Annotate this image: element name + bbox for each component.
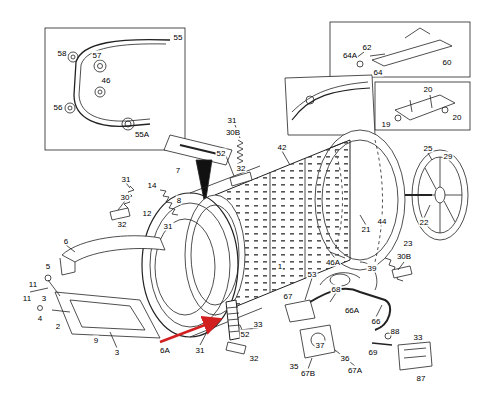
callout-number: 39 [367, 264, 378, 273]
callout-number: 2 [55, 322, 61, 331]
callout-number: 3 [114, 348, 120, 357]
callout-number: 67 [283, 292, 294, 301]
callout-number: 53 [307, 270, 318, 279]
callout-number: 42 [277, 143, 288, 152]
callout-number: 60 [442, 58, 453, 67]
callout-number: 44 [377, 217, 388, 226]
callout-number: 46A [325, 258, 341, 267]
callout-number: 68 [331, 285, 342, 294]
callout-number: 7 [175, 166, 181, 175]
callout-number: 37 [315, 341, 326, 350]
callout-number: 55 [173, 33, 184, 42]
callout-number: 31 [163, 222, 174, 231]
callout-number: 30 [120, 193, 131, 202]
callout-number: 9 [93, 336, 99, 345]
callout-number: 57 [92, 51, 103, 60]
callout-number: 8 [176, 196, 182, 205]
callout-number: 23 [403, 239, 414, 248]
callout-number: 6 [63, 237, 69, 246]
callout-number: 62 [362, 43, 373, 52]
callout-number: 66 [371, 317, 382, 326]
callout-number: 52 [216, 149, 227, 158]
callout-number: 31 [195, 346, 206, 355]
callout-number: 69 [368, 348, 379, 357]
callout-number: 31 [227, 116, 238, 125]
callout-number: 25 [423, 144, 434, 153]
callout-number: 67A [347, 366, 363, 375]
callout-number: 4 [37, 314, 43, 323]
callout-number: 67B [300, 369, 316, 378]
callout-number: 33 [253, 320, 264, 329]
callout-number: 46 [101, 76, 112, 85]
callout-number: 87 [416, 374, 427, 383]
callout-number: 31 [121, 175, 132, 184]
callout-number: 11 [28, 280, 38, 289]
callout-number: 30B [396, 252, 412, 261]
callout-number: 1 [277, 262, 283, 271]
callout-number: 64 [373, 68, 384, 77]
callout-number: 11 [22, 294, 32, 303]
callout-number: 22 [419, 218, 430, 227]
callout-number: 3 [41, 294, 47, 303]
callout-number: 55A [134, 130, 150, 139]
callout-number: 33 [413, 333, 424, 342]
callout-number: 35 [289, 362, 300, 371]
callout-number: 64A [342, 51, 358, 60]
callout-number: 20 [423, 85, 434, 94]
callout-number: 6A [159, 346, 171, 355]
callout-number: 36 [340, 354, 351, 363]
callout-number: 30B [225, 128, 241, 137]
callout-number: 32 [249, 354, 260, 363]
callout-number: 29 [443, 152, 454, 161]
callout-number: 5 [45, 262, 51, 271]
callout-number: 88 [390, 327, 401, 336]
callout-number: 56 [53, 103, 64, 112]
callout-number: 58 [57, 49, 68, 58]
callout-number: 21 [361, 225, 372, 234]
callout-number: 32 [236, 164, 247, 173]
callout-number: 32 [117, 220, 128, 229]
callout-number: 20 [452, 113, 463, 122]
callout-number: 66A [344, 306, 360, 315]
callout-number: 14 [147, 181, 158, 190]
callout-number: 52 [240, 330, 251, 339]
callout-number: 12 [142, 209, 153, 218]
callout-number: 19 [381, 120, 392, 129]
